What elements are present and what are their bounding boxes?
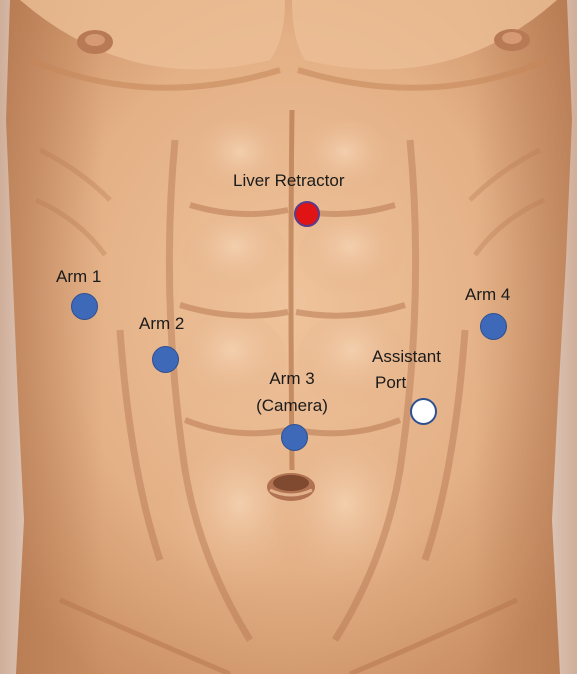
assistant-port	[410, 398, 437, 425]
liver-retractor-label: Liver Retractor	[233, 170, 344, 191]
arm2-port	[152, 346, 179, 373]
arm4-label: Arm 4	[465, 284, 510, 305]
arm1-label: Arm 1	[56, 266, 101, 287]
arm1-port	[71, 293, 98, 320]
assistant-port-label-line1: Assistant	[372, 346, 441, 367]
arm4-port	[480, 313, 507, 340]
assistant-port-label-line2: Port	[375, 372, 406, 393]
arm3-label-line1: Arm 3	[262, 368, 322, 389]
liver-retractor-port	[294, 201, 320, 227]
linea-alba	[291, 110, 292, 470]
arm3-label-line2: (Camera)	[252, 395, 332, 416]
arm3-camera-port	[281, 424, 308, 451]
arm2-label: Arm 2	[139, 313, 184, 334]
